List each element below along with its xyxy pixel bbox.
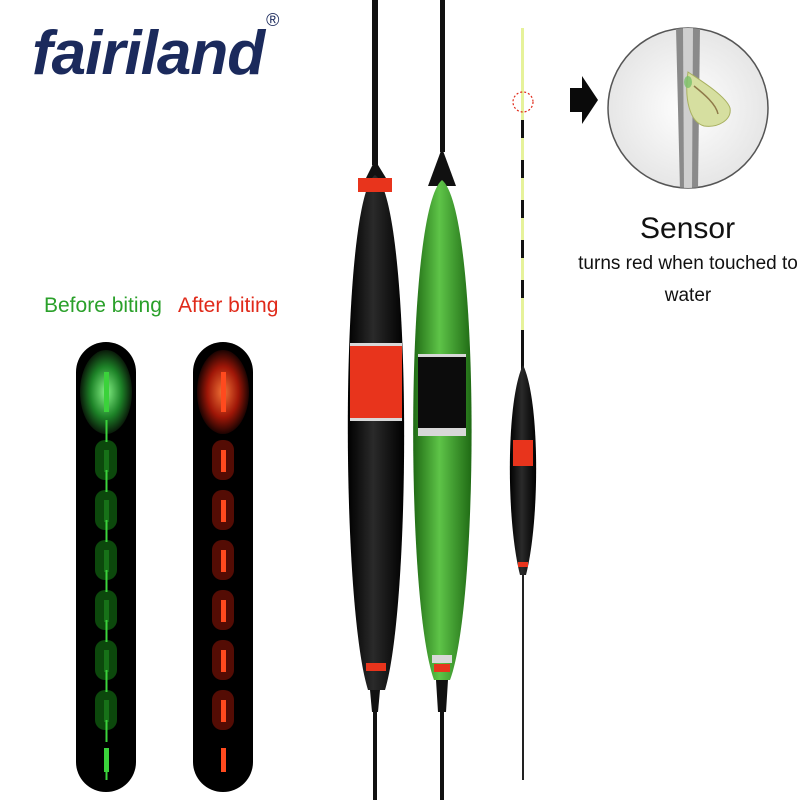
after-biting-label: After biting <box>178 294 279 317</box>
green-fishing-float <box>413 0 472 800</box>
sensor-marker <box>512 91 534 113</box>
before-biting-label: Before biting <box>44 294 162 317</box>
brand-logo: fairiland® <box>32 10 332 94</box>
sensor-title: Sensor <box>640 212 736 245</box>
sensor-description: turns red when touched to water <box>578 253 798 306</box>
sensor-magnifier <box>607 27 769 189</box>
black-fishing-float <box>347 0 405 800</box>
registered-mark: ® <box>266 10 280 30</box>
arrow-right-icon <box>570 76 598 124</box>
green-glow-stick <box>76 342 136 792</box>
brand-name: fairiland <box>32 19 265 88</box>
thin-sensor-float <box>509 28 537 780</box>
red-glow-stick <box>193 342 253 792</box>
